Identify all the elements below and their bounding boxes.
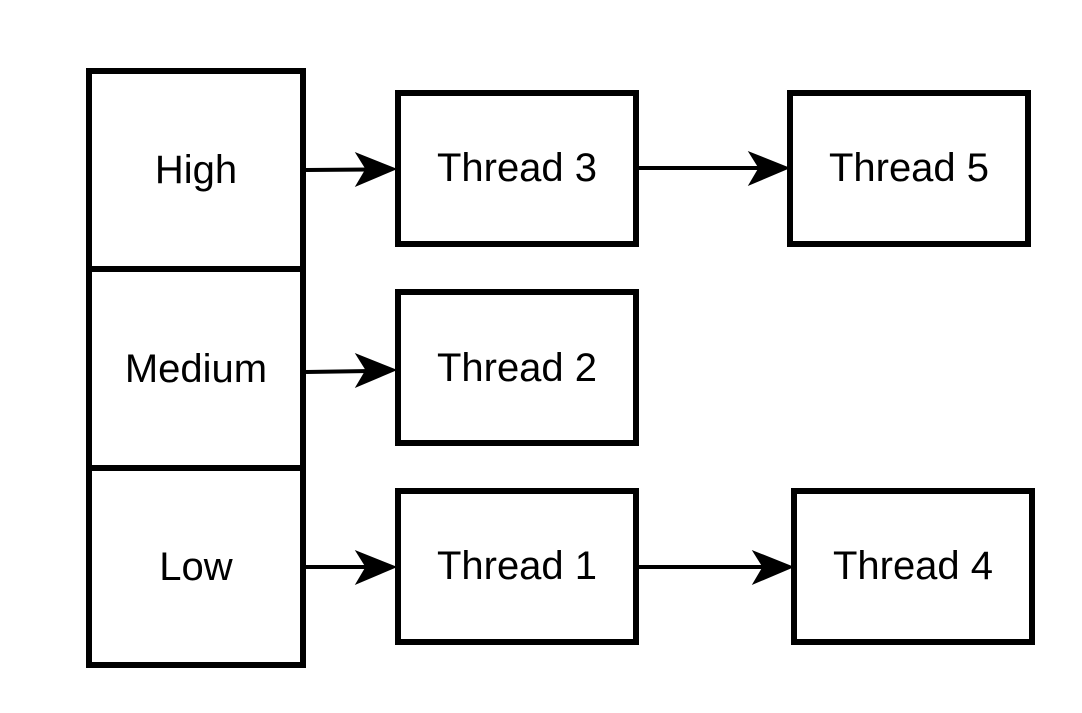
priority-medium-box: Medium	[86, 266, 306, 471]
arrow-thread-3-to-thread-5	[639, 150, 791, 187]
priority-column: High Medium Low	[86, 68, 306, 668]
thread-2-box: Thread 2	[395, 289, 639, 446]
priority-medium-label: Medium	[125, 347, 267, 391]
thread-2-label: Thread 2	[437, 346, 597, 390]
thread-3-box: Thread 3	[395, 90, 639, 247]
arrow-low-to-thread-1	[306, 549, 398, 586]
thread-3-label: Thread 3	[437, 146, 597, 190]
priority-high-label: High	[155, 148, 237, 192]
thread-4-label: Thread 4	[833, 544, 993, 588]
thread-5-label: Thread 5	[829, 146, 989, 190]
thread-1-box: Thread 1	[395, 488, 639, 645]
thread-1-label: Thread 1	[437, 544, 597, 588]
priority-low-box: Low	[86, 465, 306, 668]
arrow-thread-1-to-thread-4	[639, 549, 795, 586]
arrow-medium-to-thread-2	[305, 352, 398, 389]
thread-5-box: Thread 5	[787, 90, 1031, 247]
priority-high-box: High	[86, 68, 306, 272]
thread-4-box: Thread 4	[791, 488, 1035, 645]
priority-low-label: Low	[159, 545, 232, 589]
arrow-high-to-thread-3	[305, 151, 398, 188]
